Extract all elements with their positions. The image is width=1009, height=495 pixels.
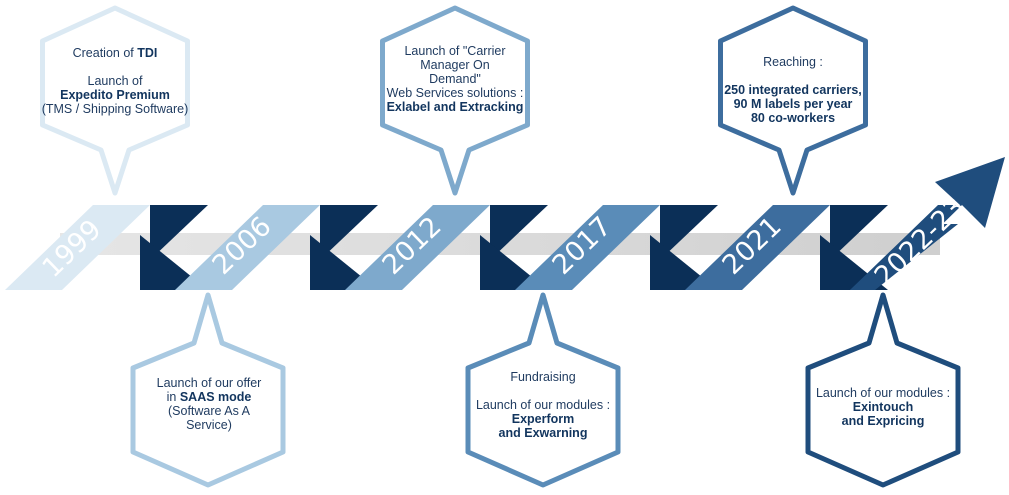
milestone-line: (TMS / Shipping Software) — [40, 102, 190, 116]
milestone-line: (Software As A — [134, 404, 284, 418]
milestone-text: Launch of our modules : — [815, 386, 951, 400]
ribbon-segment-2006 — [175, 205, 320, 290]
milestone-highlight: 90 M labels per year — [733, 97, 853, 111]
milestone-highlight: Experform — [511, 412, 575, 426]
ribbon-segment-2017 — [515, 205, 660, 290]
ribbon-segment-1999 — [5, 205, 150, 290]
milestone-hexagon-2017 — [465, 292, 621, 488]
ribbon-fold-top-2006 — [320, 205, 378, 260]
milestone-line: Service) — [134, 418, 284, 432]
milestone-text: Reaching : — [763, 55, 823, 69]
ribbon-fold-top-1999 — [150, 205, 208, 260]
milestone-line: Experform — [468, 412, 618, 426]
milestone-2021-text: Reaching : 250 integrated carriers,90 M l… — [718, 55, 868, 125]
milestone-line: Demand" — [380, 72, 530, 86]
milestone-text: Web Services solutions : — [386, 86, 524, 100]
milestone-line: Launch of — [40, 74, 190, 88]
milestone-line: and Expricing — [808, 414, 958, 428]
milestone-highlight: 80 co-workers — [750, 111, 836, 125]
milestone-line: 250 integrated carriers, — [718, 83, 868, 97]
milestone-text: Fundraising — [510, 370, 576, 384]
milestone-line: 80 co-workers — [718, 111, 868, 125]
milestone-line: Launch of our modules : — [468, 398, 618, 412]
milestone-text: Manager On — [420, 58, 490, 72]
milestone-text: (TMS / Shipping Software) — [41, 102, 189, 116]
milestone-line: Expedito Premium — [40, 88, 190, 102]
milestone-highlight: TDI — [137, 46, 158, 60]
ribbon-arrow-body-2022-23 — [850, 224, 958, 290]
milestone-line: Launch of our offer — [134, 376, 284, 390]
ribbon-fold-top-2012 — [490, 205, 548, 260]
milestone-text: in — [166, 390, 180, 404]
milestone-highlight: Expedito Premium — [60, 88, 170, 102]
milestone-text: Launch of our offer — [156, 376, 262, 390]
milestone-highlight: Exlabel and Extracking — [386, 100, 524, 114]
milestone-line: Web Services solutions : — [380, 86, 530, 100]
milestone-line: Manager On — [380, 58, 530, 72]
milestone-highlight: and Exwarning — [498, 426, 588, 440]
milestone-text: Launch of — [87, 74, 143, 88]
ribbon-fold-top-2017 — [660, 205, 718, 260]
milestone-line: Exlabel and Extracking — [380, 100, 530, 114]
milestone-line: in SAAS mode — [134, 390, 284, 404]
line-gap — [40, 60, 190, 74]
milestone-line: Fundraising — [468, 370, 618, 384]
milestone-line: and Exwarning — [468, 426, 618, 440]
milestone-hexagon-1999 — [40, 5, 190, 196]
milestone-highlight: Exintouch — [852, 400, 914, 414]
milestone-highlight: 250 integrated carriers, — [724, 83, 862, 97]
milestone-line: Reaching : — [718, 55, 868, 69]
milestone-hexagon-2012 — [380, 5, 530, 196]
milestone-line: Launch of our modules : — [808, 386, 958, 400]
milestone-line: Creation of TDI — [40, 46, 190, 60]
milestone-hexagon-2006 — [130, 292, 286, 488]
milestone-line: Launch of "Carrier — [380, 44, 530, 58]
ribbon-segment-2021 — [685, 205, 830, 290]
milestone-highlight: and Expricing — [841, 414, 925, 428]
milestone-text: Demand" — [429, 72, 481, 86]
milestone-text: Launch of "Carrier — [404, 44, 506, 58]
ribbon-layer — [5, 157, 1005, 290]
ribbon-fold-top-2021 — [830, 205, 888, 260]
milestone-text: Launch of our modules : — [475, 398, 611, 412]
ribbon-segment-2012 — [345, 205, 490, 290]
milestone-line: 90 M labels per year — [718, 97, 868, 111]
line-gap — [718, 69, 868, 83]
line-gap — [468, 384, 618, 398]
hexagon-layer — [40, 5, 961, 488]
milestone-text: Creation of — [72, 46, 138, 60]
milestone-text: Service) — [186, 418, 232, 432]
milestone-hexagon-2021 — [718, 5, 868, 196]
milestone-text: (Software As A — [168, 404, 250, 418]
milestone-line: Exintouch — [808, 400, 958, 414]
milestone-hexagon-2022-23 — [805, 292, 961, 488]
milestone-highlight: SAAS mode — [179, 390, 252, 404]
